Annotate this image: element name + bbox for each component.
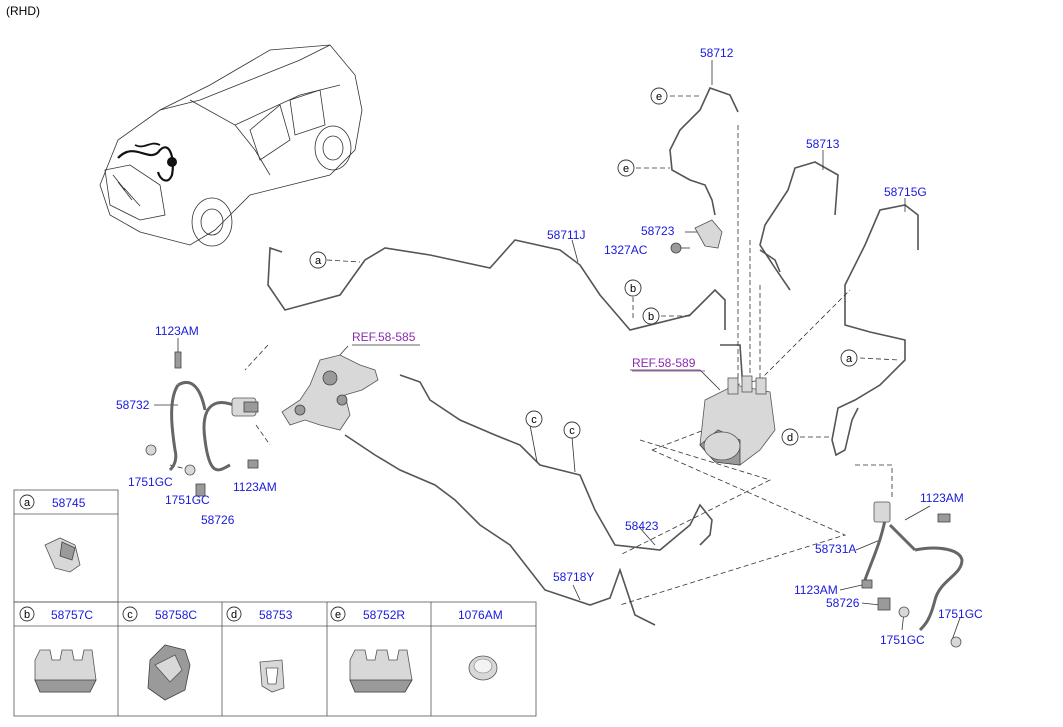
legend-cell-a: a 58745	[19, 494, 86, 573]
svg-text:d: d	[231, 609, 237, 621]
svg-text:e: e	[335, 609, 341, 621]
label-1123am-left-bottom: 1123AM	[233, 480, 277, 494]
drive-side-label: (RHD)	[6, 4, 40, 18]
pipe-58711j	[267, 239, 726, 331]
label-1751gc-right-a: 1751GC	[938, 607, 983, 621]
label-58423: 58423	[625, 519, 659, 533]
label-58726-right: 58726	[826, 596, 860, 610]
bracket-58723	[670, 219, 723, 254]
label-ref-58-585: REF.58-585	[352, 330, 416, 344]
legend-table: a 58745 b 58757C c 58758C d 58753	[13, 489, 537, 717]
callout-a-2: a	[840, 349, 858, 367]
callout-b-2: b	[642, 307, 660, 325]
svg-text:b: b	[24, 609, 30, 621]
svg-text:d: d	[787, 432, 793, 444]
label-58715g: 58715G	[884, 185, 927, 199]
svg-text:e: e	[656, 91, 662, 103]
label-1751gc-right-b: 1751GC	[880, 633, 925, 647]
callout-b-1: b	[624, 279, 642, 297]
pipe-58713	[759, 161, 839, 291]
legend-cell-1076am: 1076AM	[458, 608, 503, 681]
label-1327ac: 1327AC	[604, 243, 648, 257]
callout-e-1: e	[650, 87, 668, 105]
svg-text:58752R: 58752R	[363, 608, 405, 622]
label-58723: 58723	[641, 224, 675, 238]
svg-text:1076AM: 1076AM	[458, 608, 503, 622]
callout-e-2: e	[617, 159, 635, 177]
brake-hose-left	[145, 351, 259, 497]
pipe-58423	[399, 374, 713, 551]
pipe-58718y	[344, 434, 656, 626]
part-labels: 58712 58713 58715G 58711J 58723 1327AC 1…	[116, 46, 983, 647]
legend-cell-c: c 58758C	[122, 606, 197, 701]
vehicle-illustration	[99, 44, 363, 247]
svg-text:a: a	[24, 497, 31, 509]
label-1123am-left-top: 1123AM	[155, 324, 199, 338]
pipe-58715g	[831, 204, 919, 457]
svg-text:b: b	[630, 283, 636, 295]
callout-a-1: a	[309, 251, 327, 269]
master-cylinder	[281, 354, 379, 431]
legend-cell-e: e 58752R	[330, 606, 413, 693]
legend-cell-d: d 58753	[226, 606, 293, 693]
svg-text:58758C: 58758C	[155, 608, 197, 622]
label-58713: 58713	[806, 137, 840, 151]
label-58732: 58732	[116, 398, 150, 412]
abs-module	[699, 375, 776, 466]
label-1123am-right-top: 1123AM	[920, 491, 964, 505]
svg-text:b: b	[648, 311, 654, 323]
svg-text:a: a	[315, 255, 322, 267]
callout-d-1: d	[781, 428, 799, 446]
brake-pipes	[267, 87, 919, 626]
callout-c-1: c	[525, 410, 543, 428]
label-1751gc-left-b: 1751GC	[165, 493, 210, 507]
label-1751gc-left-a: 1751GC	[128, 475, 173, 489]
pipe-58712	[669, 87, 739, 216]
label-58712: 58712	[700, 46, 734, 60]
label-58711j: 58711J	[547, 228, 585, 242]
callout-c-2: c	[563, 421, 581, 439]
leader-lines	[154, 60, 961, 641]
brake-hose-right	[861, 501, 964, 648]
label-1123am-right-mid: 1123AM	[794, 583, 838, 597]
label-58718y: 58718Y	[553, 570, 594, 584]
svg-text:e: e	[623, 163, 629, 175]
svg-text:58753: 58753	[259, 608, 293, 622]
label-58731a: 58731A	[815, 542, 856, 556]
svg-text:c: c	[531, 414, 537, 426]
svg-text:c: c	[127, 609, 133, 621]
legend-cell-b: b 58757C	[19, 606, 97, 693]
svg-text:a: a	[846, 353, 853, 365]
svg-text:c: c	[569, 425, 575, 437]
label-58726-left: 58726	[201, 513, 235, 527]
label-ref-58-589: REF.58-589	[632, 356, 696, 370]
callouts: e e a b b c c a d	[309, 87, 858, 446]
svg-text:58745: 58745	[52, 496, 86, 510]
svg-text:58757C: 58757C	[51, 608, 93, 622]
